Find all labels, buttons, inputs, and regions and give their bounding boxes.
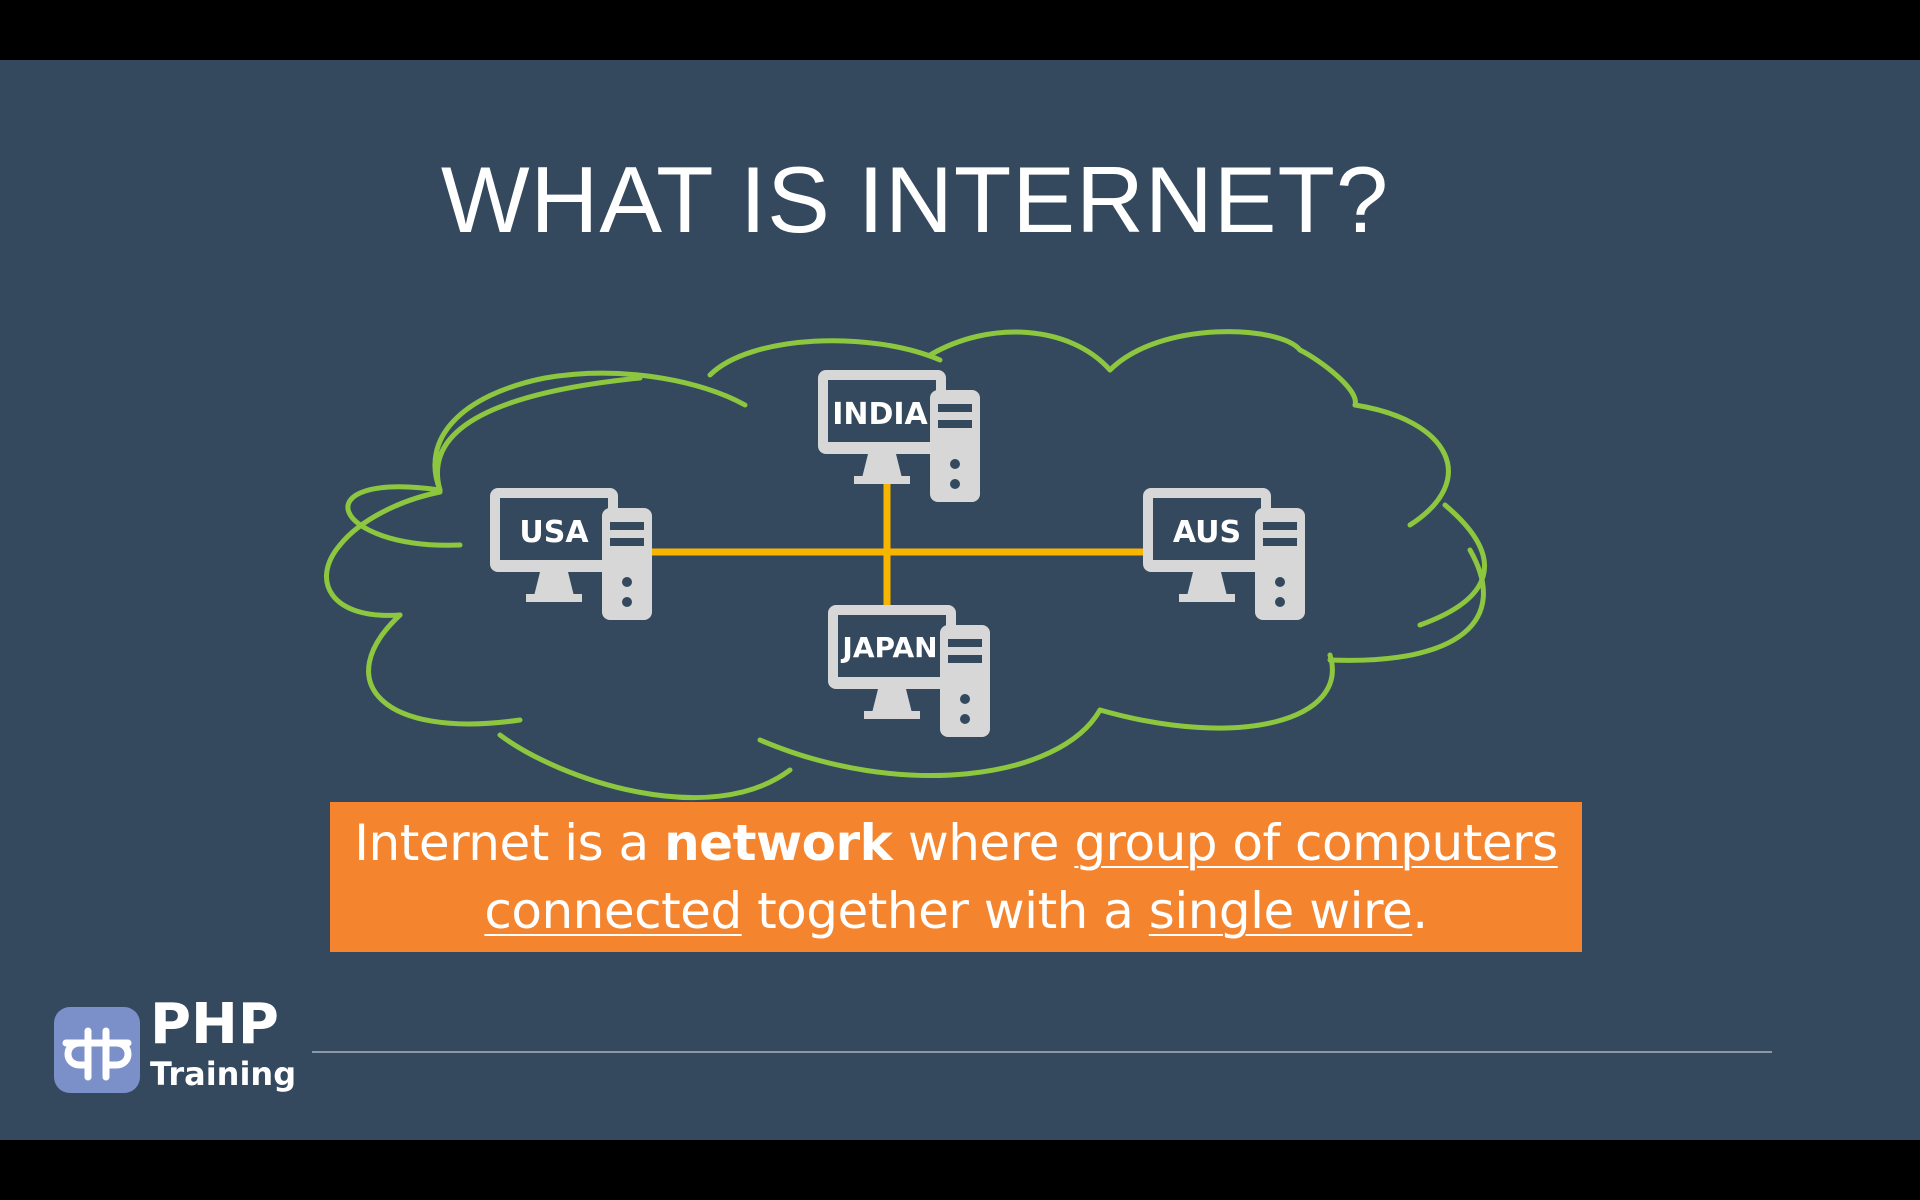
desktop-computer-icon: [490, 488, 652, 620]
node-label-india: INDIA: [832, 397, 928, 432]
logo-mark-icon: [54, 1007, 140, 1093]
internet-network-diagram: USA INDIA AUS JAPAN: [324, 329, 1487, 801]
cloud-icon: [324, 329, 1487, 801]
logo-text-training: Training: [150, 1055, 297, 1093]
slide: WHAT IS INTERNET?: [0, 60, 1920, 1140]
desktop-computer-icon: [818, 370, 980, 502]
node-label-aus: AUS: [1173, 515, 1241, 550]
caption-part1: Internet is a: [354, 814, 665, 872]
computer-node-japan: JAPAN: [828, 605, 990, 737]
node-label-usa: USA: [519, 515, 589, 550]
caption-part3: together with a: [741, 882, 1149, 940]
caption-bold-network: network: [664, 814, 893, 872]
desktop-computer-icon: [1143, 488, 1305, 620]
node-label-japan: JAPAN: [840, 631, 937, 664]
computer-node-india: INDIA: [818, 370, 980, 502]
caption-part4: .: [1412, 882, 1428, 940]
logo-text-php: PHP: [150, 992, 279, 1057]
php-training-logo: PHP Training: [52, 995, 302, 1095]
computer-node-aus: AUS: [1143, 488, 1305, 620]
network-wires: [640, 470, 1150, 615]
footer-divider: [312, 1051, 1772, 1053]
caption-underline-wire: single wire: [1148, 882, 1413, 940]
caption-underline-group: group of computers: [1074, 814, 1558, 872]
caption-underline-connected: connected: [484, 882, 742, 940]
caption-part2: where: [892, 814, 1075, 872]
computer-node-usa: USA: [490, 488, 652, 620]
definition-box: Internet is a network where group of com…: [330, 802, 1582, 952]
desktop-computer-icon: [828, 605, 990, 737]
slide-title: WHAT IS INTERNET?: [440, 147, 1390, 252]
definition-text: Internet is a network where group of com…: [354, 809, 1558, 945]
